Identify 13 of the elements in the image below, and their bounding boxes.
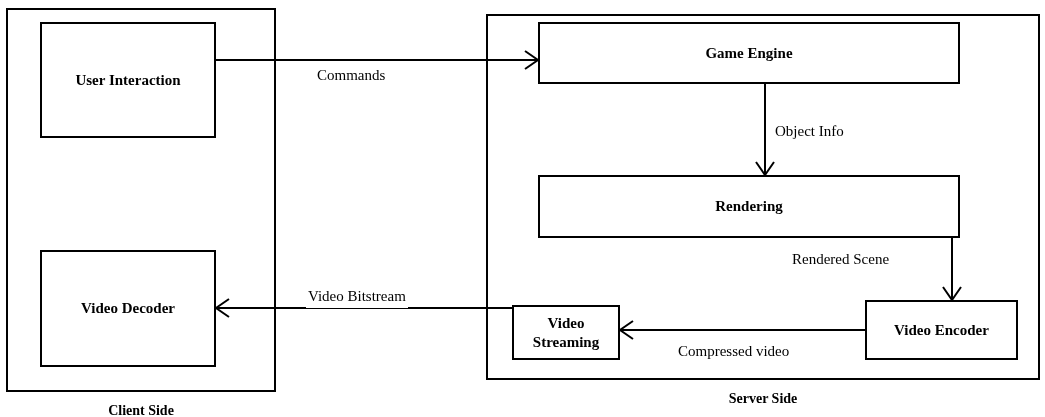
process-box: Video Decoder [40, 250, 216, 367]
arrow [755, 83, 775, 176]
panel-heading: Client Side [107, 402, 175, 417]
process-box: Rendering [538, 175, 960, 238]
process-box: Video Encoder [865, 300, 1018, 360]
arrow [619, 320, 866, 340]
panel-heading: Server Side [727, 390, 799, 408]
arrow [942, 237, 962, 301]
arrow [215, 50, 539, 70]
process-box: Video Streaming [512, 305, 620, 360]
arrow [215, 298, 513, 318]
process-box: Game Engine [538, 22, 960, 84]
process-box: User Interaction [40, 22, 216, 138]
